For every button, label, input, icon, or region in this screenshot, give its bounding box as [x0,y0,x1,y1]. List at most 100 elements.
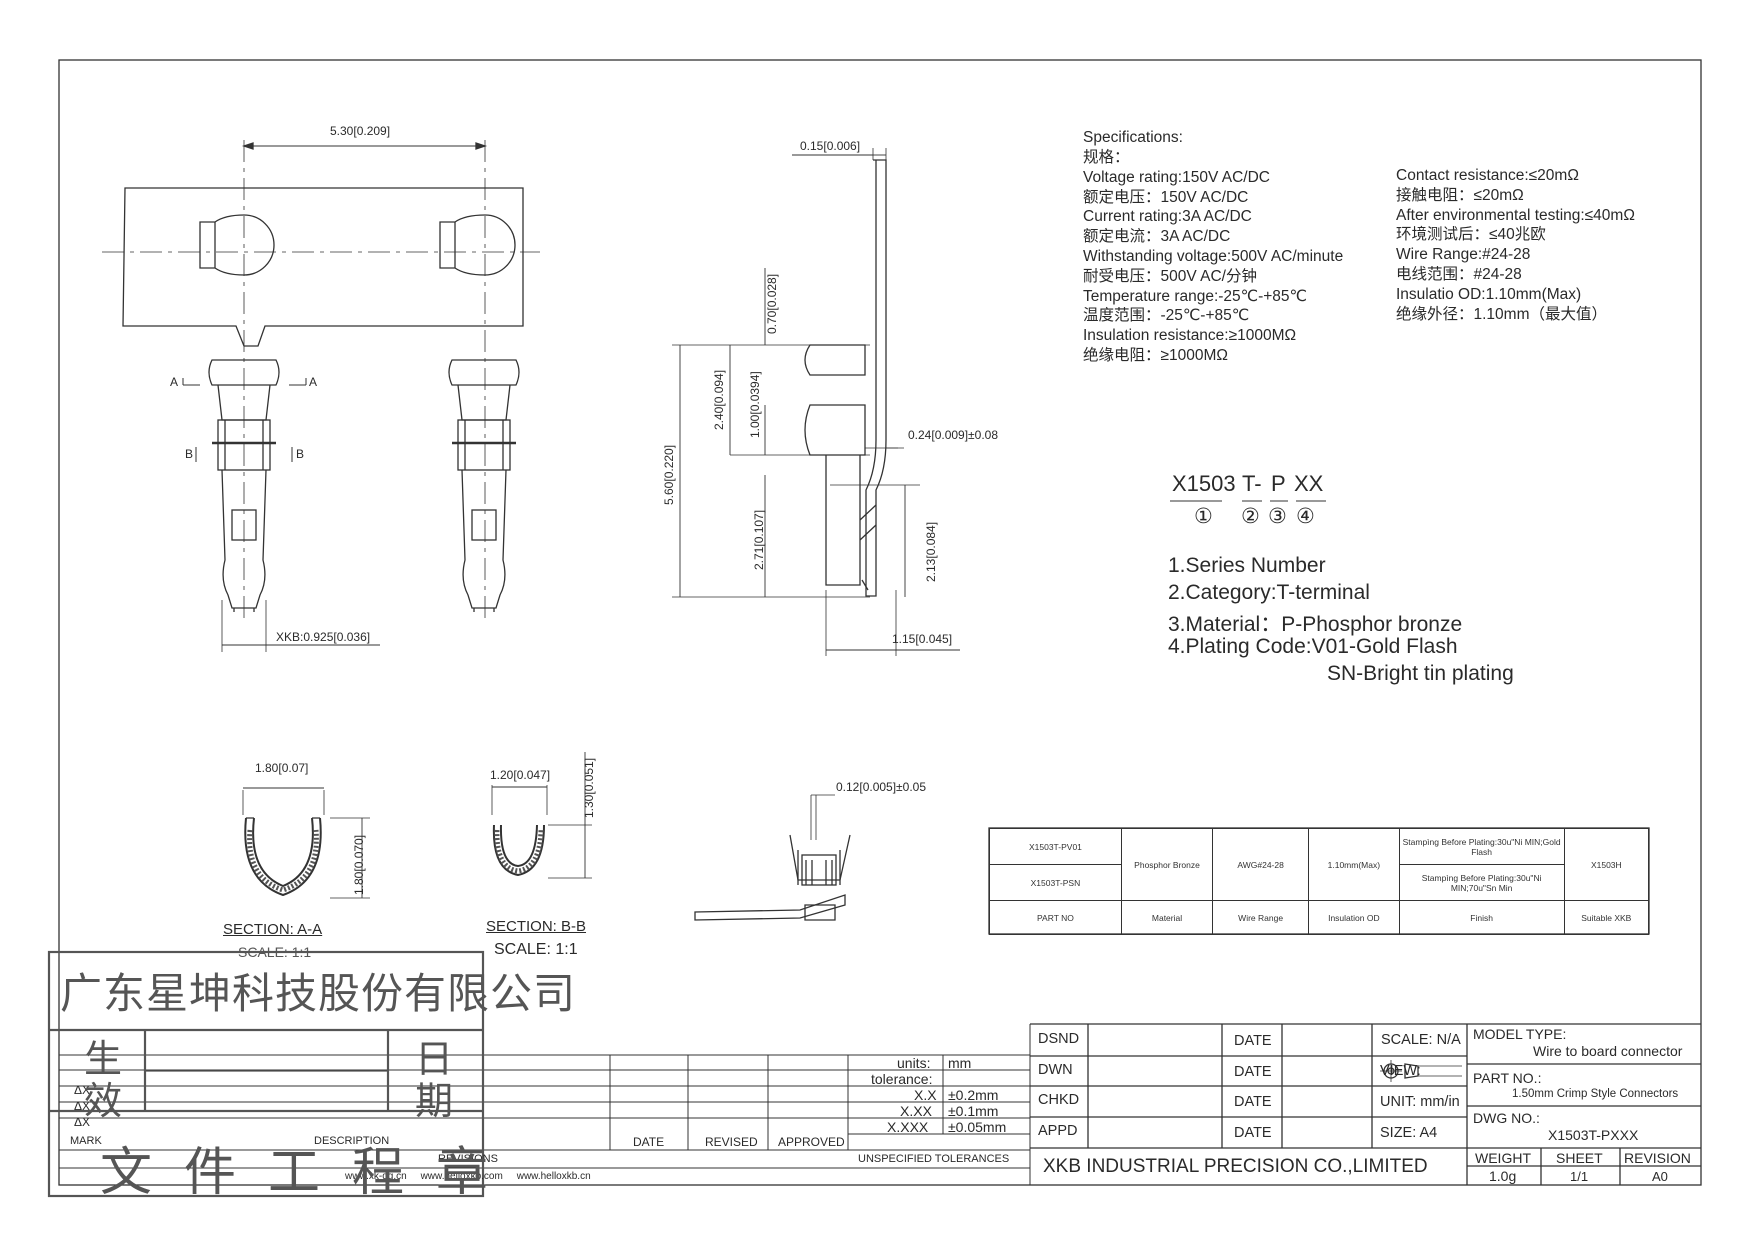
legend-material: 3.Material：P-Phosphor bronze [1168,613,1463,636]
spec-line: 电线范围：#24-28 [1396,265,1522,283]
bom-wire: AWG#24-28 [1212,828,1310,901]
legend-plating: 4.Plating Code:V01-Gold Flash [1168,635,1458,658]
spec-line: 绝缘外径：1.10mm（最大值） [1396,305,1607,323]
top-view-terminals [102,140,540,652]
tb-dsnd: DSND [1038,1031,1080,1047]
bom-material: Phosphor Bronze [1120,828,1214,901]
spec-line: Insulation resistance:≥1000MΩ [1083,327,1297,345]
spec-line: 额定电压：150V AC/DC [1083,188,1249,206]
legend-series: 1.Series Number [1168,554,1326,577]
dim-240: 2.40[0.094] [712,369,726,430]
bom-table: X1503T-PV01 Phosphor Bronze AWG#24-28 1.… [989,828,1650,935]
dim-560: 5.60[0.220] [662,444,676,505]
dim-271: 2.71[0.107] [752,509,766,570]
code-material: P [1271,471,1286,496]
rev-delta-3: ΔX [74,1115,91,1129]
tb-date-2: DATE [1234,1064,1272,1080]
specs-heading: Specifications: [1083,129,1183,146]
tol-1-value: ±0.2mm [948,1087,999,1103]
rev-delta-2: ΔX [74,1099,91,1113]
tb-date-3: DATE [1234,1094,1272,1110]
bom-header-part: PART NO [989,900,1122,935]
spec-line: Wire Range:#24-28 [1396,246,1531,264]
section-marker-b-left: B [185,447,194,461]
section-marker-a-right: A [309,375,318,389]
section-bb-shape [491,752,592,879]
section-aa-scale: SCALE: 1:1 [238,944,312,960]
tb-sheet-label: SHEET [1556,1150,1603,1166]
tb-date-1: DATE [1234,1033,1272,1049]
section-bb-scale: SCALE: 1:1 [494,941,578,958]
tb-scale: SCALE: N/A [1381,1032,1461,1048]
dim-width: XKB:0.925[0.036] [276,630,371,644]
tb-date-4: DATE [1234,1125,1272,1141]
spec-line: 耐受电压：500V AC/分钟 [1083,267,1257,285]
rev-delta-1: ΔX [74,1083,91,1097]
tb-model-type-label: MODEL TYPE: [1473,1026,1567,1042]
bom-header-od: Insulation OD [1308,900,1400,935]
code-marker-1: ① [1194,505,1213,528]
tb-view: VIEW: [1380,1063,1421,1079]
tb-weight-label: WEIGHT [1475,1150,1531,1166]
tb-weight: 1.0g [1489,1168,1517,1184]
tol-3-value: ±0.05mm [948,1119,1007,1135]
section-marker-a-left: A [170,375,179,389]
tol-2-label: X.XX [900,1103,932,1119]
stamp-left-1: 生 [84,1037,123,1081]
bom-suitable: X1503H [1563,828,1650,901]
revisions-grid [59,1024,1031,1185]
bom-part-1: X1503T-PV01 [989,828,1122,865]
tb-size: SIZE: A4 [1380,1125,1438,1141]
rev-revised: REVISED [705,1135,758,1149]
side-view-terminal [672,148,960,656]
units-value: mm [948,1055,972,1071]
section-aa-shape [242,787,370,899]
tol-1-label: X.X [914,1087,937,1103]
spec-line: Temperature range:-25℃-+85℃ [1083,287,1307,305]
rev-mark: MARK [70,1135,102,1147]
specs-left: 规格： Voltage rating:150V AC/DC 额定电压：150V … [1083,148,1343,366]
spec-line: 额定电流：3A AC/DC [1083,228,1231,246]
legend-category: 2.Category:T-terminal [1168,581,1370,604]
legend-plating-sn: SN-Bright tin plating [1327,662,1514,685]
stamp-company: 广东星坤科技股份有限公司 [60,969,577,1018]
drawing-frame [58,59,1702,1186]
tb-revision-label: REVISION [1624,1150,1691,1166]
spec-line: Contact resistance:≤20mΩ [1396,167,1579,184]
spec-line: Current rating:3A AC/DC [1083,208,1252,226]
code-marker-2: ② [1241,505,1260,528]
spec-line: Voltage rating:150V AC/DC [1083,168,1270,186]
rev-description: DESCRIPTION [314,1135,390,1147]
bom-header-suitable: Suitable XKB [1563,900,1650,935]
bom-header-finish: Finish [1398,900,1565,935]
tol-2-value: ±0.1mm [948,1103,999,1119]
unspecified-tolerances: UNSPECIFIED TOLERANCES [858,1153,1010,1165]
tb-unit: UNIT: mm/in [1380,1094,1460,1110]
tol-3-label: X.XXX [887,1119,929,1135]
spec-line: 规格： [1083,149,1130,166]
section-bb-height: 1.30[0.051] [582,757,596,818]
spec-line: Withstanding voltage:500V AC/minute [1083,247,1344,265]
bom-header-wire: Wire Range [1212,900,1310,935]
tolerance-label: tolerance: [871,1071,933,1087]
code-marker-4: ④ [1296,505,1315,528]
rev-revisions: REVISIONS [438,1153,498,1165]
specs-right: Contact resistance:≤20mΩ 接触电阻：≤20mΩ Afte… [1396,166,1635,324]
section-bb-width: 1.20[0.047] [490,768,551,782]
spec-line: 环境测试后：≤40兆欧 [1396,226,1546,244]
section-aa-width: 1.80[0.07] [255,761,309,775]
bom-header-material: Material [1120,900,1214,935]
dim-100: 1.00[0.0394] [748,371,762,438]
tb-appd: APPD [1038,1123,1078,1139]
stamp-left-2: 效 [84,1079,123,1123]
spec-line: Insulatio OD:1.10mm(Max) [1396,285,1582,303]
spec-line: 温度范围：-25℃-+85℃ [1083,307,1250,325]
rev-approved: APPROVED [778,1135,845,1149]
stamp-box [47,950,485,1198]
rev-websites: www.xk-dg.cn www.helloxkb.com www.hellox… [345,1171,591,1182]
tb-chkd: CHKD [1038,1092,1080,1108]
tb-part-no-label: PART NO.: [1473,1070,1542,1086]
bom-finish-1: Stampìng Before Plating:30u"Ni MIN;Gold … [1398,828,1565,865]
code-marker-3: ③ [1268,505,1287,528]
